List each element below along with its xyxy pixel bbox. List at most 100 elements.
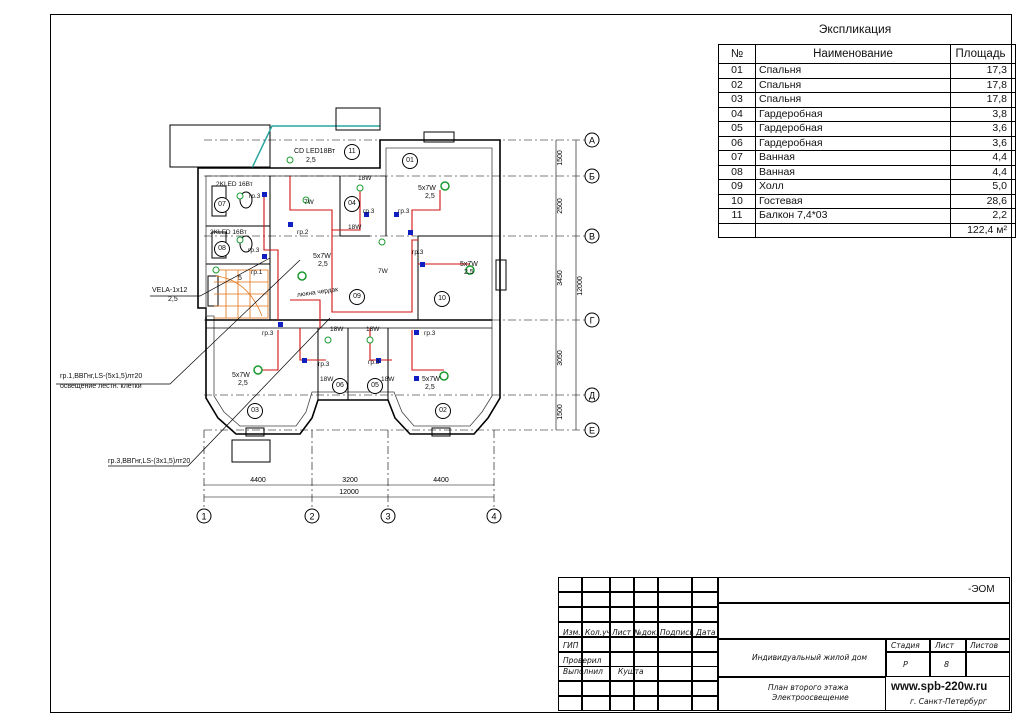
title-block-cell [692, 606, 718, 622]
header-area: Площадь [950, 44, 1016, 64]
plan-label: 2,5 [168, 296, 178, 303]
cell-no: 10 [718, 193, 756, 209]
room-number: 03 [247, 403, 263, 419]
plan-label: 5х7W [313, 253, 331, 260]
explication-title: Экспликация [818, 22, 892, 36]
room-number: 05 [367, 378, 383, 394]
header-no: № [718, 44, 756, 64]
title-block-cell [610, 651, 634, 667]
performer-name: Кушта [618, 667, 644, 676]
plan-label: 18W [381, 376, 395, 383]
cell-area: 3,6 [950, 121, 1016, 137]
table-header-row: № Наименование Площадь [718, 44, 1016, 64]
cell-name: Балкон 7,4*03 [755, 208, 951, 224]
title-block-cell [634, 606, 658, 622]
switches [262, 192, 425, 381]
title-block-cell [966, 639, 1010, 652]
sheet-value: 8 [944, 660, 950, 669]
axis-letter: Г [590, 316, 595, 326]
title-block-cell [558, 636, 582, 652]
title-block-cell [582, 621, 610, 637]
title-block-cell [634, 696, 658, 712]
title-block-cell [692, 621, 718, 637]
cell-no: 07 [718, 150, 756, 166]
balcony-outline [169, 124, 271, 168]
axis-letter: Е [589, 426, 595, 436]
plan-label: гр.3 [249, 193, 261, 200]
axis-grid [203, 139, 586, 508]
cell-area: 3,6 [950, 135, 1016, 151]
axis-bubble-0 [584, 132, 600, 148]
plan-label: 5 [238, 275, 242, 282]
title-block-cell [692, 651, 718, 667]
drawing-subtitle: Электроосвещение [772, 693, 849, 702]
dimension-label: 1500 [557, 404, 564, 420]
title-block-cell [634, 577, 658, 592]
title-block-cell [692, 577, 718, 592]
callout-leaders [56, 257, 331, 467]
window-10 [495, 259, 507, 291]
wiring [256, 176, 470, 371]
cell-name: Спальня [755, 63, 951, 79]
title-block-cell [634, 681, 658, 697]
axis-bubble-num [380, 508, 396, 524]
title-block-cell [582, 666, 610, 682]
axis-letter: Б [589, 172, 595, 182]
callout-1-sublabel: освещение лестн. клетки [60, 383, 142, 390]
title-block-cell [718, 639, 886, 677]
dimension-label: 12000 [339, 489, 359, 496]
role-label: Выполнил [563, 667, 603, 676]
title-block-cell [558, 651, 582, 667]
roof-outline [335, 107, 381, 131]
title-block-cell [558, 577, 582, 592]
dimension-label: 12000 [577, 276, 584, 296]
column-label: Дата [696, 628, 716, 637]
title-block-cell [634, 621, 658, 637]
title-block-cell [610, 666, 634, 682]
title-block-cell [886, 652, 930, 677]
plan-label: гр.3 [262, 330, 274, 337]
cell-no: 11 [718, 208, 756, 224]
title-block-cell [582, 636, 610, 652]
title-block-cell [610, 606, 634, 622]
stage-header: Стадия [891, 641, 920, 650]
toilet-07 [239, 191, 253, 209]
window-02 [431, 427, 451, 437]
plan-label: гр.3 [398, 208, 410, 215]
balcony-railing [251, 125, 380, 169]
title-block-cell [558, 681, 582, 697]
plan-label: гр.1 [251, 269, 263, 276]
plan-label: 2KLED 16Вт [216, 181, 253, 188]
cell-no: 03 [718, 92, 756, 108]
title-block-cell [930, 639, 966, 652]
title-block-cell [966, 652, 1010, 677]
title-block-cell [558, 591, 582, 607]
room-number: 06 [332, 378, 348, 394]
plan-label: 5х7W [422, 376, 440, 383]
title-block-cell [658, 591, 692, 607]
axis-bubble-num [196, 508, 212, 524]
plan-label: 18W [366, 326, 380, 333]
light-fixtures [212, 156, 475, 381]
title-block-cell [658, 606, 692, 622]
axis-letter: Д [589, 391, 595, 401]
title-block-cell [692, 666, 718, 682]
cell-no: 06 [718, 135, 756, 151]
plan-label: 7W [304, 199, 314, 206]
title-block-cell [610, 577, 634, 592]
plan-label: 18W [348, 224, 362, 231]
total-area: 122,4 м² [950, 222, 1016, 238]
header-name: Наименование [755, 44, 951, 64]
cell-name: Спальня [755, 77, 951, 93]
title-block-cell [692, 696, 718, 712]
title-block-cell [610, 696, 634, 712]
column-label: Подпись [660, 628, 694, 637]
room-number: 02 [435, 403, 451, 419]
